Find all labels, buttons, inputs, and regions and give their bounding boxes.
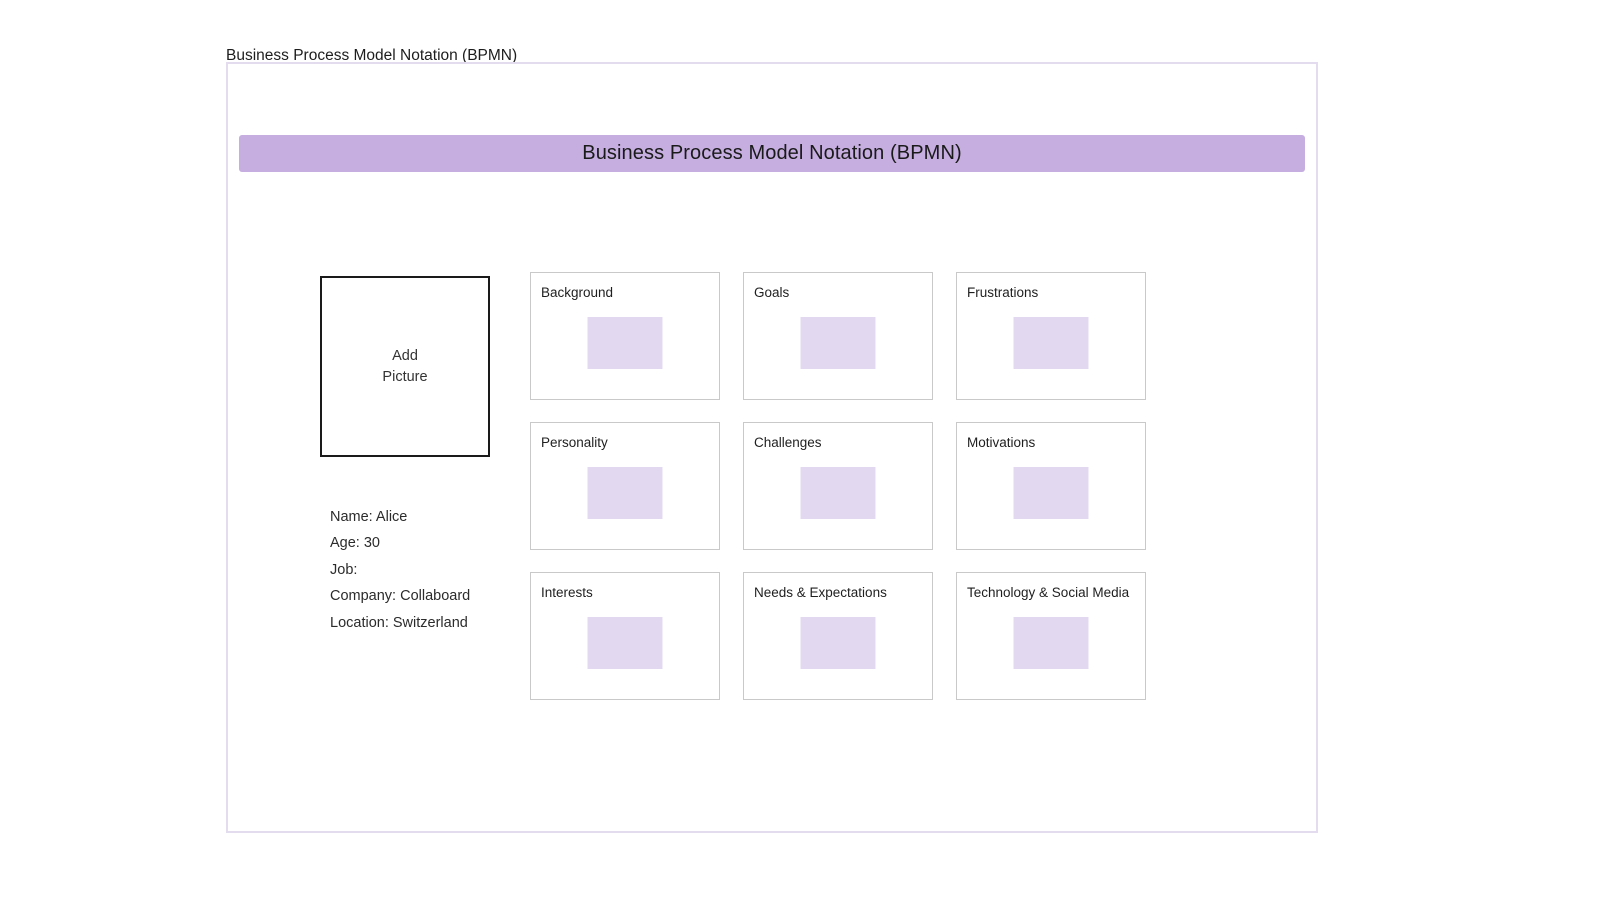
- sticky-note[interactable]: [1013, 467, 1089, 519]
- card-title: Needs & Expectations: [754, 585, 887, 600]
- card-title: Motivations: [967, 435, 1036, 450]
- card-needs-expectations[interactable]: Needs & Expectations: [743, 572, 933, 700]
- sticky-note[interactable]: [800, 617, 876, 669]
- sticky-note[interactable]: [1013, 317, 1089, 369]
- card-title: Challenges: [754, 435, 822, 450]
- add-picture-box[interactable]: Add Picture: [320, 276, 490, 457]
- persona-line-location: Location: Switzerland: [330, 614, 468, 631]
- card-title: Frustrations: [967, 285, 1039, 300]
- persona-line-job: Job:: [330, 561, 358, 578]
- sticky-note[interactable]: [800, 317, 876, 369]
- card-frustrations[interactable]: Frustrations: [956, 272, 1146, 400]
- card-technology-social-media[interactable]: Technology & Social Media: [956, 572, 1146, 700]
- card-title: Goals: [754, 285, 790, 300]
- card-interests[interactable]: Interests: [530, 572, 720, 700]
- board-title-text: Business Process Model Notation (BPMN): [582, 142, 962, 164]
- persona-line-name: Name: Alice: [330, 509, 408, 525]
- persona-details: Name: Alice Age: 30 Job: Company: Collab…: [330, 504, 470, 636]
- card-goals[interactable]: Goals: [743, 272, 933, 400]
- card-title: Technology & Social Media: [967, 585, 1130, 600]
- card-background[interactable]: Background: [530, 272, 720, 400]
- card-motivations[interactable]: Motivations: [956, 422, 1146, 550]
- card-personality[interactable]: Personality: [530, 422, 720, 550]
- card-title: Background: [541, 285, 614, 300]
- sticky-note[interactable]: [587, 467, 663, 519]
- add-picture-label: Add Picture: [382, 347, 428, 385]
- board-title-banner[interactable]: Business Process Model Notation (BPMN): [239, 135, 1305, 172]
- card-challenges[interactable]: Challenges: [743, 422, 933, 550]
- persona-line-company: Company: Collaboard: [330, 588, 471, 605]
- persona-card-grid: Background Goals Frustrations Personalit…: [530, 272, 1146, 700]
- board-caption: Business Process Model Notation (BPMN): [226, 47, 518, 64]
- card-title: Personality: [541, 435, 608, 450]
- sticky-note[interactable]: [1013, 617, 1089, 669]
- sticky-note[interactable]: [587, 617, 663, 669]
- sticky-note[interactable]: [800, 467, 876, 519]
- sticky-note[interactable]: [587, 317, 663, 369]
- card-title: Interests: [541, 585, 593, 600]
- persona-line-age: Age: 30: [330, 535, 380, 552]
